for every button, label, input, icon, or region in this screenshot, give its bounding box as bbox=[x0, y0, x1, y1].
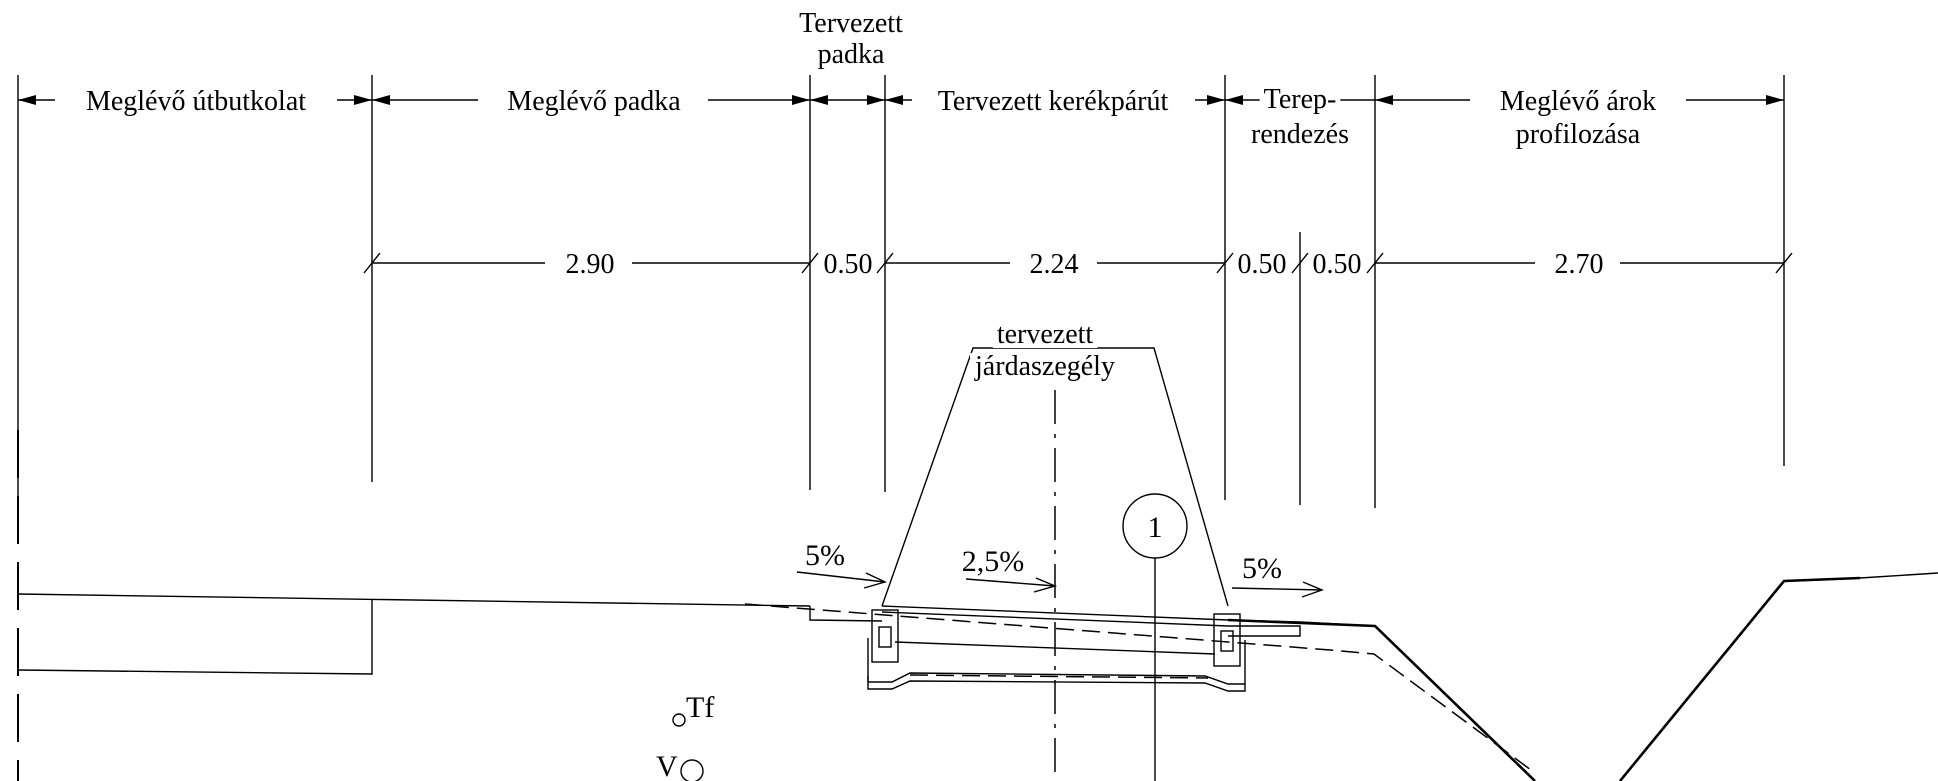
text-mask bbox=[1511, 121, 1645, 148]
header-ditch-line1: Meglévő árok bbox=[1500, 86, 1656, 117]
callout-line1: tervezett bbox=[997, 319, 1094, 350]
slope-middle: 2,5% bbox=[962, 545, 1025, 578]
cycle-path-structure bbox=[744, 603, 1536, 774]
existing-road bbox=[17, 593, 811, 675]
callout-line2: járdaszegély bbox=[974, 351, 1115, 382]
curb-callout: tervezett járdaszegély bbox=[881, 319, 1229, 607]
text-mask bbox=[813, 41, 889, 68]
dim-planned-shoulder-width: 0.50 bbox=[824, 249, 873, 280]
ditch-slope-right bbox=[1618, 576, 1861, 781]
dim-terrain-width-a: 0.50 bbox=[1238, 249, 1287, 280]
v-label: V bbox=[656, 750, 678, 781]
slope-left: 5% bbox=[805, 539, 845, 572]
header-ditch-line2: profilozása bbox=[1516, 119, 1641, 150]
text-mask bbox=[1233, 251, 1291, 278]
header-arrows bbox=[18, 95, 1784, 105]
subgrade-dashed bbox=[744, 603, 1536, 774]
marker-number: 1 bbox=[1148, 511, 1163, 544]
header-terrain-line1: Terep- bbox=[1264, 84, 1337, 115]
slope-right: 5% bbox=[1242, 552, 1282, 585]
curb-left bbox=[871, 609, 899, 663]
header-labels: Meglévő útbutkolat Meglévő padka Terveze… bbox=[81, 8, 1661, 150]
text-mask bbox=[970, 353, 1119, 380]
header-existing-shoulder: Meglévő padka bbox=[507, 86, 681, 117]
text-mask bbox=[992, 321, 1098, 348]
pavement-body bbox=[17, 600, 373, 675]
utility-labels: Tf V bbox=[656, 691, 714, 781]
text-mask bbox=[933, 88, 1173, 115]
tf-symbol bbox=[672, 713, 686, 727]
ditch-profile bbox=[1227, 572, 1938, 781]
text-mask bbox=[81, 88, 311, 115]
slope-arrows: 5% 2,5% 5% bbox=[796, 539, 1324, 598]
text-mask bbox=[1308, 251, 1366, 278]
section-marker: 1 bbox=[1122, 493, 1188, 781]
header-planned-shoulder-line2: padka bbox=[818, 39, 885, 70]
dim-ditch-width: 2.70 bbox=[1555, 249, 1604, 280]
ditch-slope-left bbox=[1227, 618, 1536, 781]
text-mask bbox=[1495, 88, 1661, 115]
text-mask bbox=[1247, 121, 1353, 148]
text-mask bbox=[819, 251, 877, 278]
header-existing-pavement: Meglévő útbutkolat bbox=[86, 86, 306, 117]
text-mask bbox=[1025, 251, 1083, 278]
tf-label: Tf bbox=[686, 691, 714, 724]
text-mask bbox=[561, 251, 619, 278]
header-planned-cycle-path: Tervezett kerékpárút bbox=[938, 86, 1169, 117]
pavement-top bbox=[17, 593, 811, 607]
dimension-line bbox=[363, 252, 1793, 274]
text-mask bbox=[503, 88, 686, 115]
dimension-labels: 2.90 0.50 2.24 0.50 0.50 2.70 bbox=[561, 249, 1608, 280]
dim-shoulder-width: 2.90 bbox=[566, 249, 615, 280]
text-mask bbox=[1550, 251, 1608, 278]
header-planned-shoulder-line1: Tervezett bbox=[799, 8, 903, 39]
curb-right bbox=[1213, 613, 1241, 667]
v-symbol bbox=[680, 759, 704, 781]
dim-terrain-width-b: 0.50 bbox=[1313, 249, 1362, 280]
boundary-lines bbox=[17, 75, 1785, 510]
header-terrain-line2: rendezés bbox=[1251, 119, 1349, 150]
text-mask bbox=[795, 10, 908, 37]
dim-cycle-path-width: 2.24 bbox=[1030, 249, 1079, 280]
text-mask bbox=[1259, 86, 1341, 113]
